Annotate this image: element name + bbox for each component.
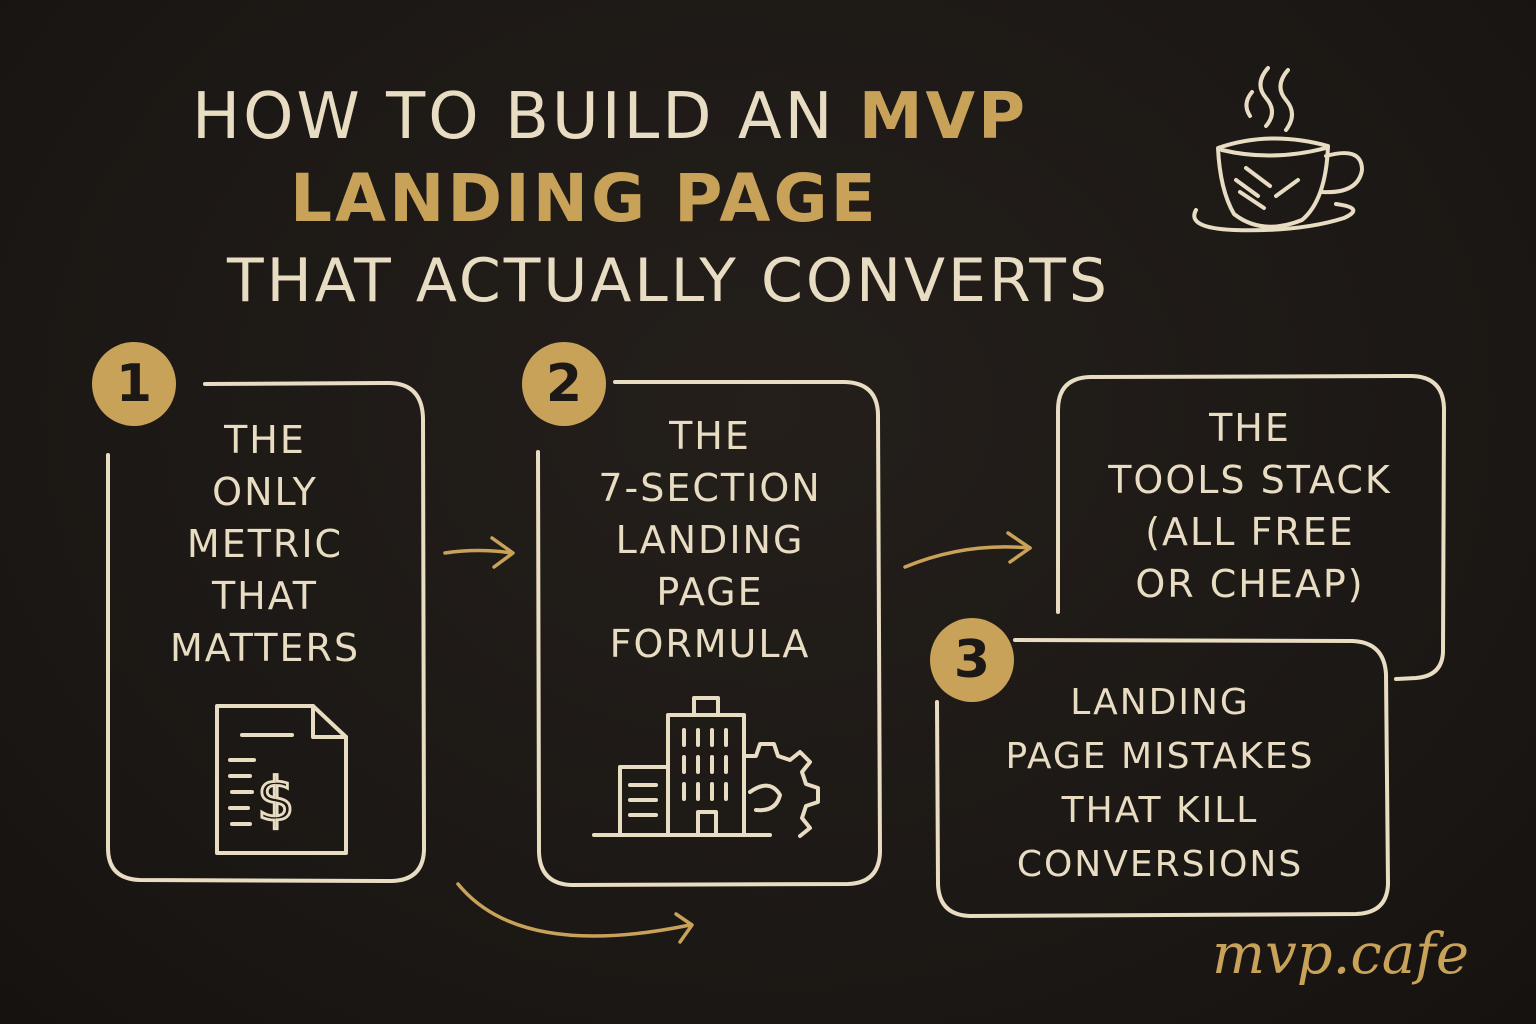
arrow-1-to-2 — [443, 536, 515, 569]
building-gear-icon — [592, 696, 820, 838]
step-2-badge: 2 — [522, 342, 606, 426]
card-tools-line: THE — [1209, 406, 1291, 450]
card-3-line: LANDING — [1070, 682, 1250, 723]
card-3-line: THAT KILL — [1061, 790, 1259, 831]
brand-logo-text: mvp.cafe — [1212, 922, 1470, 987]
step-1-badge: 1 — [92, 342, 176, 426]
card-3-text: LANDING PAGE MISTAKES THAT KILL CONVERSI… — [950, 676, 1370, 892]
card-tools-line: OR CHEAP) — [1135, 562, 1365, 606]
card-3-line: PAGE MISTAKES — [1005, 736, 1315, 777]
card-1-line: ONLY — [212, 470, 318, 514]
card-1-line: MATTERS — [169, 626, 361, 670]
step-3-badge: 3 — [930, 618, 1014, 702]
card-1-outline — [106, 381, 426, 883]
card-1-text: THE ONLY METRIC THAT MATTERS — [130, 414, 400, 674]
title-line-2: LANDING PAGE — [290, 160, 879, 237]
arrow-2-to-tools — [903, 531, 1032, 569]
card-2-line: PAGE — [656, 570, 764, 614]
card-1-line: METRIC — [186, 522, 344, 566]
card-2-line: THE — [669, 414, 751, 458]
title-accent-mvp: MVP — [858, 80, 1028, 154]
svg-text:$: $ — [257, 765, 295, 835]
card-3-outline — [935, 638, 1390, 918]
invoice-dollar-icon: $ — [215, 704, 348, 855]
card-2-text: THE 7-SECTION LANDING PAGE FORMULA — [560, 410, 860, 670]
card-1-line: THE — [224, 418, 306, 462]
card-tools-line: (ALL FREE — [1145, 510, 1355, 554]
card-3-line: CONVERSIONS — [1016, 844, 1304, 885]
card-tools-outline — [1056, 374, 1446, 681]
card-1-line: THAT — [211, 574, 319, 618]
card-2-line: FORMULA — [609, 622, 811, 666]
card-2-line: 7-SECTION — [598, 466, 822, 510]
title-line-3: THAT ACTUALLY CONVERTS — [227, 246, 1111, 316]
title-line-1: HOW TO BUILD AN MVP — [192, 80, 1028, 154]
card-2-line: LANDING — [615, 518, 805, 562]
card-2-outline — [536, 380, 882, 887]
coffee-cup-icon — [1192, 66, 1364, 233]
card-tools-text: THE TOOLS STACK (ALL FREE OR CHEAP) — [1074, 402, 1426, 610]
title-prefix: HOW TO BUILD AN — [192, 80, 836, 154]
arrow-1-to-2-bottom — [456, 882, 694, 944]
card-tools-line: TOOLS STACK — [1108, 458, 1392, 502]
